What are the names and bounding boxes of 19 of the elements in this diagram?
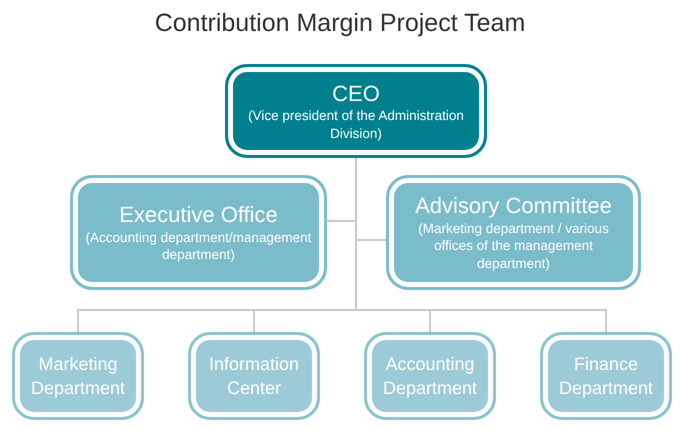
- org-box: [70, 175, 327, 290]
- org-box: [540, 332, 672, 420]
- role-description: (Vice president of the Administration Division): [247, 107, 465, 142]
- department-name: Finance Department: [558, 352, 654, 400]
- org-box: [364, 332, 496, 420]
- department-name: Marketing Department: [30, 352, 126, 400]
- diagram-title: Contribution Margin Project Team: [154, 8, 526, 39]
- role-description: (Marketing department / various offices of the management department): [417, 220, 610, 273]
- role-title: Advisory Committee: [415, 192, 612, 220]
- org-box: [225, 64, 487, 158]
- org-box: [188, 332, 320, 420]
- department-name: Accounting Department: [382, 352, 478, 400]
- org-box: [12, 332, 144, 420]
- role-description: (Accounting department/management department): [85, 228, 312, 264]
- connector-line: [355, 158, 607, 332]
- org-box: [386, 175, 641, 290]
- role-title: CEO: [332, 80, 380, 108]
- role-title: Executive Office: [119, 201, 278, 229]
- department-name: Information Center: [208, 352, 300, 400]
